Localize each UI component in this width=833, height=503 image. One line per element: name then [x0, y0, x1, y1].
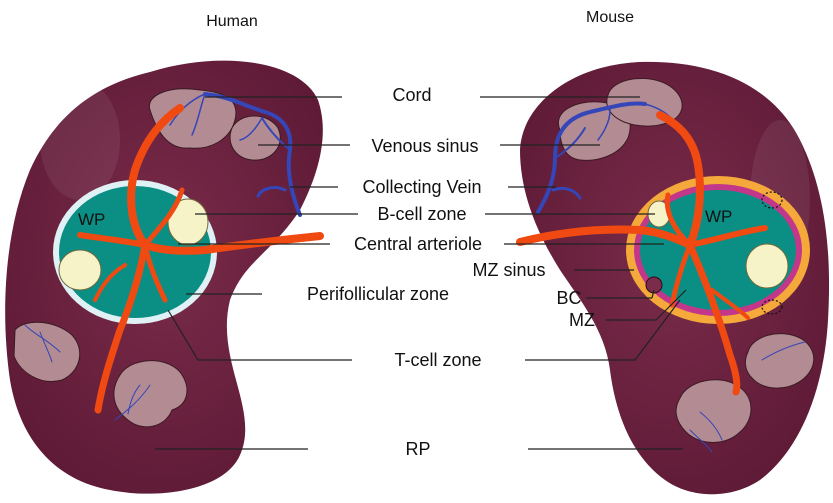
label-collecting-vein: Collecting Vein	[362, 177, 481, 197]
mouse-wp-label: WP	[705, 207, 732, 226]
label-central-arteriole: Central arteriole	[354, 234, 482, 254]
human-b-cell-zone-2	[59, 250, 101, 290]
mouse-spleen: WP	[520, 62, 829, 494]
label-b-cell-zone: B-cell zone	[377, 204, 466, 224]
human-cord-2	[230, 116, 280, 160]
human-spleen: WP	[5, 61, 323, 494]
label-cord: Cord	[392, 85, 431, 105]
label-venous-sinus: Venous sinus	[371, 136, 478, 156]
header-mouse: Mouse	[586, 9, 634, 26]
label-rp: RP	[405, 439, 430, 459]
label-mz-sinus: MZ sinus	[472, 260, 545, 280]
human-wp-label: WP	[78, 210, 105, 229]
header-human: Human	[206, 13, 258, 30]
label-mz: MZ	[569, 310, 595, 330]
label-perifollicular-zone: Perifollicular zone	[307, 284, 449, 304]
label-t-cell-zone: T-cell zone	[394, 350, 481, 370]
label-bc: BC	[556, 288, 581, 308]
human-highlight	[40, 80, 120, 200]
mouse-b-cell-zone-2	[746, 244, 788, 288]
